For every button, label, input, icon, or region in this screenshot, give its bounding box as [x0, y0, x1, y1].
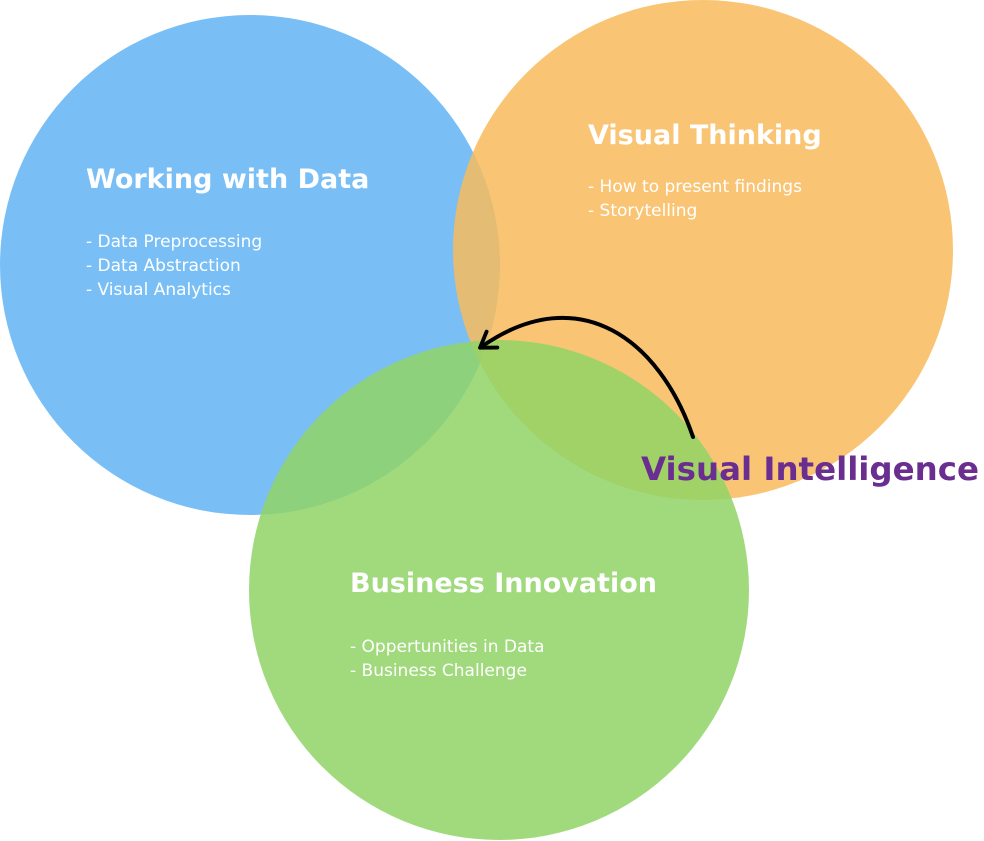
intersection-arrow: [478, 315, 695, 439]
visual-thinking-title: Visual Thinking: [588, 120, 822, 151]
business-innovation-item: - Business Challenge: [350, 661, 527, 681]
business-innovation-item: - Oppertunities in Data: [350, 637, 545, 657]
working-with-data-title: Working with Data: [86, 164, 369, 195]
visual-thinking-item: - How to present findings: [588, 177, 802, 197]
working-with-data-item: - Visual Analytics: [86, 280, 231, 300]
working-with-data-item: - Data Preprocessing: [86, 232, 262, 252]
visual-thinking-item: - Storytelling: [588, 201, 697, 221]
business-innovation-title: Business Innovation: [350, 568, 657, 599]
business-innovation-circle: [249, 340, 749, 840]
visual-intelligence-label: Visual Intelligence: [641, 450, 979, 488]
working-with-data-item: - Data Abstraction: [86, 256, 241, 276]
